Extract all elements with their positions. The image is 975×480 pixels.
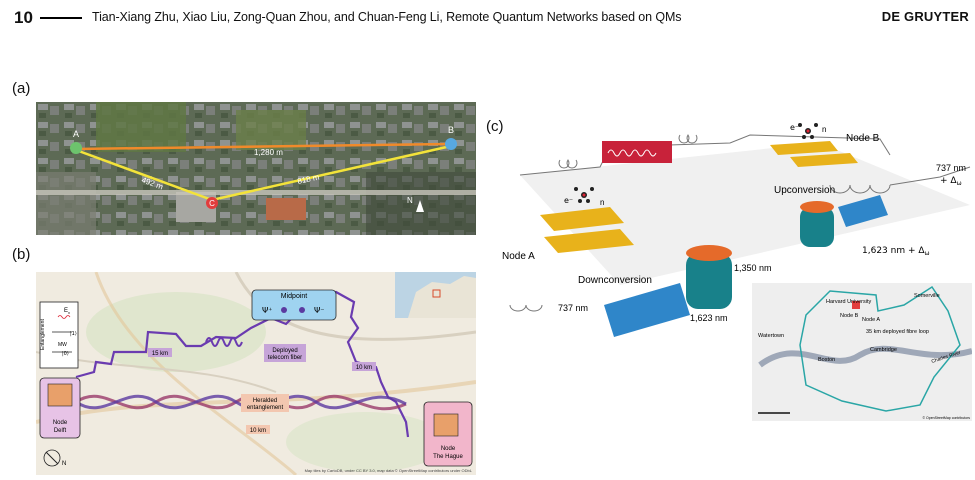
page-number: 10 xyxy=(14,8,33,27)
map-loop-label: 35 km deployed fibre loop xyxy=(866,329,929,335)
charles-river xyxy=(758,345,972,368)
fiber-label-1: Deployed xyxy=(272,348,297,354)
node-a-label: Node A xyxy=(502,251,535,262)
node-marker-icon xyxy=(852,301,860,309)
chip-delft-icon xyxy=(47,383,73,407)
photon-wave-icon xyxy=(205,337,243,347)
distance-10km-direct: 10 km xyxy=(250,428,266,434)
map-harvard: Harvard University xyxy=(826,299,871,305)
node-a-atom-icon xyxy=(574,187,594,203)
downconversion-label: Downconversion xyxy=(578,275,652,286)
wl-737-top-delta: + Δω xyxy=(940,176,962,187)
node-hague-label-2: The Hague xyxy=(433,454,463,460)
panel-b-label: (b) xyxy=(12,246,31,263)
fiber-label-2: telecom fiber xyxy=(268,355,302,361)
map-watertown: Watertown xyxy=(758,333,784,339)
energy-level-diagram xyxy=(39,301,79,369)
heralded-label-1: Heralded xyxy=(253,398,277,404)
node-b-chip xyxy=(770,141,838,155)
link-a-b xyxy=(75,142,452,151)
upconversion-label: Upconversion xyxy=(774,185,835,196)
node-c-marker xyxy=(206,197,218,209)
downconversion-crystal xyxy=(604,283,690,337)
node-a-nucleus-label: n xyxy=(600,198,604,207)
node-b-label: Node B xyxy=(846,133,880,144)
chip-hague-icon xyxy=(433,413,459,437)
running-head: Tian-Xiang Zhu, Xiao Liu, Zong-Quan Zhou… xyxy=(92,10,682,24)
wl-1623-delta: 1,623 nm + Δω xyxy=(862,246,930,257)
midpoint-box xyxy=(251,289,337,321)
node-a-electron-label: e⁻ xyxy=(564,196,573,205)
map-node-a: Node A xyxy=(862,317,880,323)
upconversion-spool xyxy=(800,207,834,247)
north-arrow-icon xyxy=(416,200,424,212)
wl-737-top: 737 nm xyxy=(936,163,966,173)
fiber-coil-right-icon xyxy=(829,184,891,194)
optical-table xyxy=(520,143,970,285)
panel-a-aerial-figure: A B C 1,280 m 492 m 818 m N xyxy=(36,102,476,235)
map-cambridge: Cambridge xyxy=(870,347,897,353)
fiber-coil-left-icon xyxy=(558,159,578,169)
laser-wave-icon xyxy=(607,149,657,157)
courts xyxy=(266,198,306,220)
psi-plus-label: Ψ⁺ xyxy=(262,306,273,315)
node-hague-label-1: Node xyxy=(441,446,456,452)
node-a-chip xyxy=(540,207,624,231)
north-label: N xyxy=(407,196,413,205)
map-credit-c: © OpenStreetMap contributors xyxy=(922,416,970,420)
wl-1350: 1,350 nm xyxy=(734,263,772,273)
mw-label: MW xyxy=(58,342,67,348)
node-b-marker xyxy=(445,138,457,150)
entanglement-axis-label: Entanglement xyxy=(40,319,46,350)
distance-15km: 15 km xyxy=(152,351,168,357)
map-node-b: Node B xyxy=(840,313,859,319)
node-b-atom-icon xyxy=(798,123,818,139)
distance-a-b: 1,280 m xyxy=(254,148,283,157)
ex-label: Ex xyxy=(64,308,70,315)
detector-left-icon xyxy=(281,307,287,313)
header-rule xyxy=(40,17,82,19)
heralded-label-2: entanglement xyxy=(247,405,284,411)
fiber-loop-route xyxy=(799,285,961,412)
node-a-label: A xyxy=(73,129,79,139)
panel-a-label: (a) xyxy=(12,80,31,97)
ket-0-label: |0⟩ xyxy=(62,351,69,357)
wl-737: 737 nm xyxy=(558,303,588,313)
node-b-label: B xyxy=(448,125,454,135)
panel-c-setup-figure: e⁻ n Node B e⁻ n Node A Upconversion 737… xyxy=(502,123,972,421)
compass-icon xyxy=(43,449,61,467)
publisher-name: DE GRUYTER xyxy=(881,9,969,24)
optical-excitation-icon xyxy=(57,315,71,319)
entanglement-strand-2 xyxy=(75,394,407,410)
fiber-coil-top-icon xyxy=(678,134,698,144)
map-boston: Boston xyxy=(818,357,835,363)
psi-minus-label: Ψ⁻ xyxy=(314,306,325,315)
wl-1623: 1,623 nm xyxy=(690,313,728,323)
node-c-label: C xyxy=(209,199,215,208)
fiber-coil-bottom-icon xyxy=(509,304,543,312)
node-b-nucleus-label: n xyxy=(822,125,826,134)
detector-right-icon xyxy=(299,307,305,313)
downconversion-spool xyxy=(686,253,732,309)
node-a-marker xyxy=(70,142,82,154)
compass-north-label: N xyxy=(62,461,66,467)
map-somerville: Somerville xyxy=(914,293,940,299)
panel-b-map-figure: Midpoint Ψ⁺ Ψ⁻ Ex |1⟩ MW |0⟩ Entanglemen… xyxy=(36,272,476,475)
node-delft-label-1: Node xyxy=(53,420,68,426)
node-delft-label-2: Delft xyxy=(54,428,67,434)
distance-10km-fiber: 10 km xyxy=(356,365,372,371)
midpoint-label: Midpoint xyxy=(281,293,308,300)
upconversion-crystal xyxy=(838,195,888,227)
map-credit: Map tiles by CartoDB, under CC BY 3.0, m… xyxy=(305,468,473,473)
ket-1-label: |1⟩ xyxy=(70,331,77,337)
node-b-electron-label: e⁻ xyxy=(790,123,799,132)
panel-c-label: (c) xyxy=(486,118,504,135)
